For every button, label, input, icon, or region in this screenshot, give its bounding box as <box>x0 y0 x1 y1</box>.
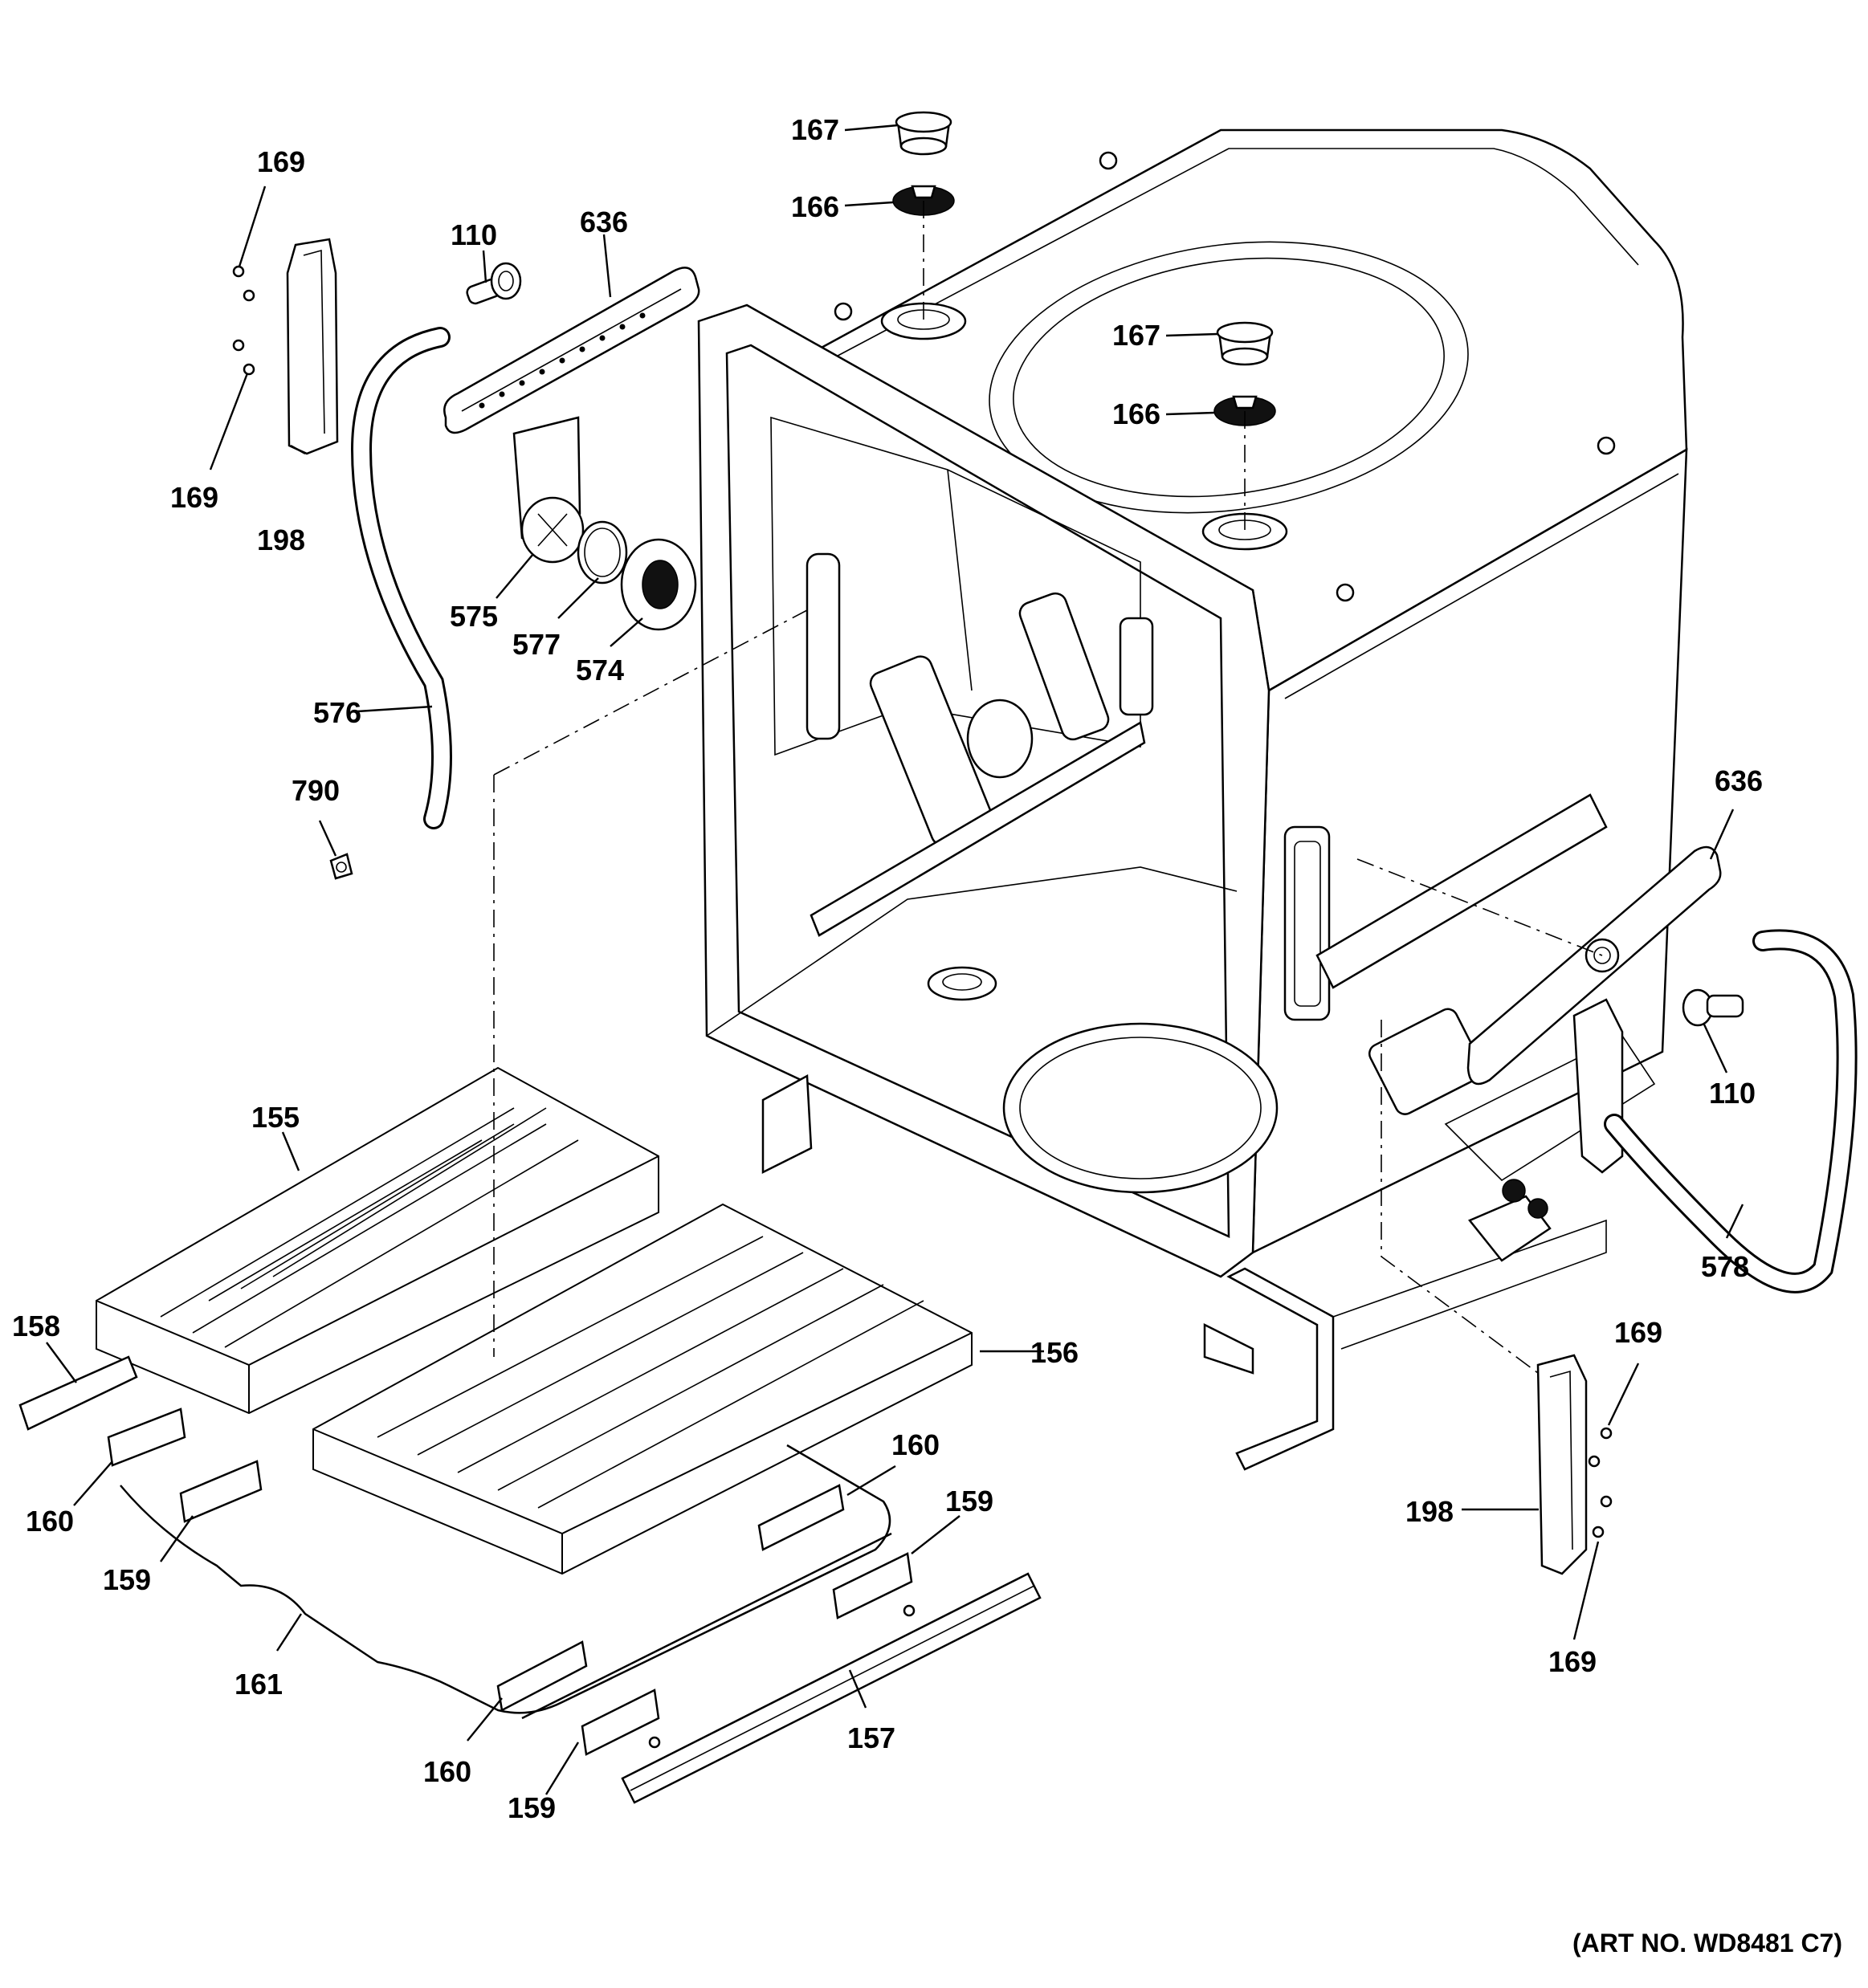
part-110-fitting-left <box>466 262 522 305</box>
label-636-right: 636 <box>1714 764 1764 797</box>
part-160-clip-bottom <box>496 1640 588 1712</box>
part-575-manifold <box>512 416 585 564</box>
part-160-clip-center <box>757 1484 845 1551</box>
label-161: 161 <box>234 1668 283 1701</box>
label-575: 575 <box>449 600 499 633</box>
label-155: 155 <box>251 1101 300 1134</box>
label-167-lower: 167 <box>1111 319 1161 352</box>
part-159-clip-bottom <box>581 1689 661 1756</box>
label-576: 576 <box>312 696 362 729</box>
part-198-bracket-left <box>286 238 339 455</box>
label-790: 790 <box>291 774 341 807</box>
leader-lines <box>46 124 1744 1795</box>
label-160-center: 160 <box>891 1428 940 1461</box>
part-577-o-ring <box>577 520 628 585</box>
alignment-lines <box>493 201 1603 1374</box>
part-574-nozzle <box>620 538 697 631</box>
label-166-lower: 166 <box>1111 397 1161 430</box>
label-169-right-b: 169 <box>1548 1645 1597 1678</box>
part-159-clip-center <box>832 1552 916 1619</box>
label-577: 577 <box>512 628 561 661</box>
label-159-bottom: 159 <box>507 1791 557 1824</box>
art-number-caption: (ART NO. WD8481 C7) <box>1572 1929 1842 1957</box>
label-159-center: 159 <box>944 1485 994 1517</box>
dishwasher-tub <box>697 128 1688 1471</box>
label-169-right-a: 169 <box>1613 1316 1663 1349</box>
label-160-bottom: 160 <box>422 1755 472 1788</box>
part-110-fitting-right <box>1682 988 1744 1027</box>
part-156-lower-rack <box>312 1203 973 1575</box>
part-160-clip-left <box>179 1460 263 1523</box>
label-636-left: 636 <box>579 206 629 238</box>
label-169-upper-left-a: 169 <box>256 145 306 178</box>
label-160-left: 159 <box>102 1563 152 1596</box>
part-790-clip <box>329 853 353 880</box>
label-198-left: 198 <box>256 523 306 556</box>
part-576-hose <box>350 327 452 829</box>
label-159-left: 160 <box>25 1505 75 1538</box>
label-169-upper-left-b: 169 <box>169 481 219 514</box>
part-198-bracket-right <box>1536 1354 1588 1575</box>
part-167-cap-lower <box>1216 321 1274 366</box>
label-578: 578 <box>1700 1250 1750 1283</box>
part-169-screws-right <box>1588 1427 1613 1538</box>
part-161-rail-wire <box>120 1444 892 1720</box>
label-157: 157 <box>846 1721 896 1754</box>
part-167-cap-upper <box>895 111 952 156</box>
part-157-rail-right <box>621 1572 1042 1804</box>
part-158-rail-left <box>18 1355 138 1431</box>
label-110-right: 110 <box>1708 1077 1756 1110</box>
part-155-upper-rack <box>96 1066 659 1415</box>
label-110-left: 110 <box>450 218 498 251</box>
part-169-screws-upper-left <box>232 265 255 376</box>
label-198-right: 198 <box>1405 1495 1454 1528</box>
part-159-clip-left <box>107 1407 186 1467</box>
part-636-spray-arm-left <box>443 267 700 434</box>
label-574: 574 <box>575 654 625 686</box>
label-158: 158 <box>11 1310 61 1342</box>
label-167-upper: 167 <box>790 113 840 146</box>
label-166-upper: 166 <box>790 190 840 223</box>
part-578-hose <box>1604 929 1858 1293</box>
label-156: 156 <box>1030 1336 1079 1369</box>
